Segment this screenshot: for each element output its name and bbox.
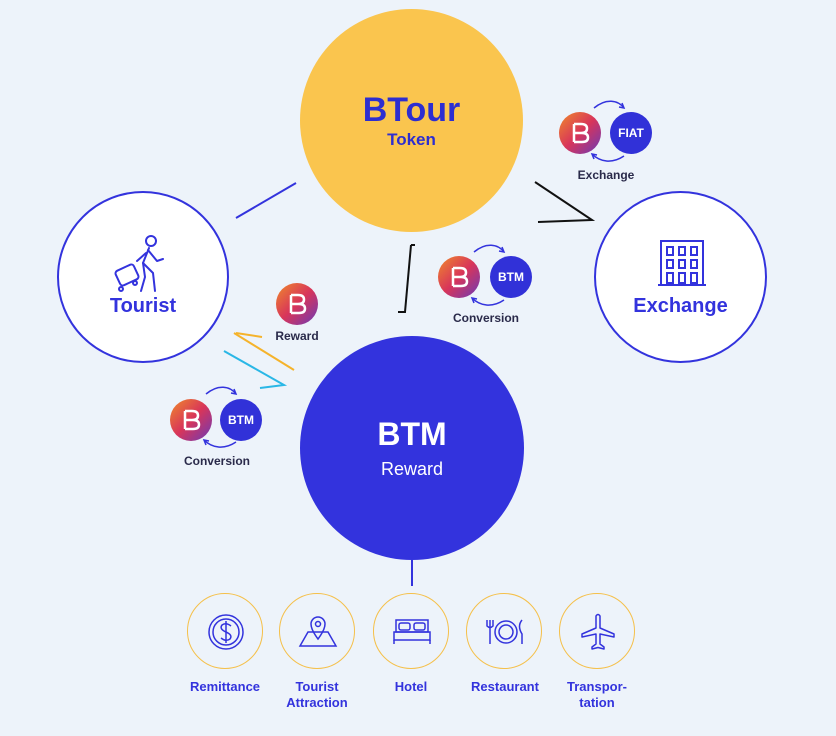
btour-token-node: BTour Token	[300, 9, 523, 232]
swap-arrows-icon	[202, 386, 238, 448]
btm-subtitle: Reward	[380, 458, 444, 479]
service-transportation	[559, 593, 635, 669]
service-label-tourist-attraction: Tourist Attraction	[262, 679, 372, 711]
building-icon	[658, 240, 706, 286]
btm-reward-node: BTM Reward	[300, 336, 524, 560]
btour-coin-icon	[438, 256, 480, 298]
conversion-left-caption: Conversion	[183, 454, 250, 468]
btm-coin: BTM	[220, 399, 262, 441]
tourist-label: Tourist	[109, 295, 177, 317]
reward-caption: Reward	[275, 329, 319, 343]
service-restaurant	[466, 593, 542, 669]
btm-coin: BTM	[490, 256, 532, 298]
bed-icon	[393, 619, 431, 644]
btour-coin-icon	[276, 283, 318, 325]
service-label-hotel: Hotel	[394, 679, 428, 694]
exchange-node: Exchange	[594, 191, 767, 363]
service-remittance	[187, 593, 263, 669]
btour-subtitle: Token	[387, 129, 436, 149]
map-pin-icon	[298, 616, 338, 647]
swap-arrows-icon	[590, 100, 626, 162]
btour-title: BTour	[362, 90, 461, 129]
dollar-coin-icon	[208, 614, 244, 650]
traveler-luggage-icon	[114, 235, 164, 292]
exchange-label: Exchange	[633, 295, 728, 317]
fiat-coin: FIAT	[610, 112, 652, 154]
btour-coin-icon	[170, 399, 212, 441]
service-label-remittance: Remittance	[189, 679, 261, 694]
service-label-tourist-attraction-text: Tourist Attraction	[286, 679, 348, 710]
conversion-center-caption: Conversion	[452, 311, 519, 325]
exchange-badge-caption: Exchange	[577, 168, 635, 182]
service-hotel	[373, 593, 449, 669]
service-label-transportation-text: Transpor-tation	[567, 679, 627, 710]
tourist-node: Tourist	[57, 191, 229, 363]
service-tourist-attraction	[279, 593, 355, 669]
btm-title: BTM	[377, 415, 447, 452]
plate-cutlery-icon	[486, 619, 523, 644]
service-label-restaurant: Restaurant	[471, 679, 539, 694]
airplane-icon	[581, 613, 615, 650]
service-label-transportation: Transpor-tation	[542, 679, 652, 711]
btour-coin-icon	[559, 112, 601, 154]
swap-arrows-icon	[470, 244, 506, 306]
